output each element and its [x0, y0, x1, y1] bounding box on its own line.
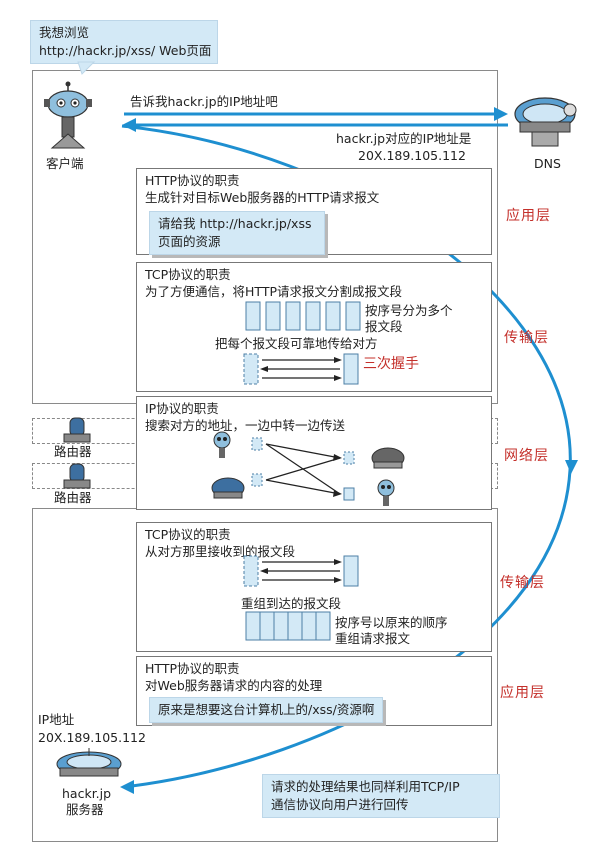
web-server-icon — [56, 748, 122, 777]
layer-label-transport-1: 传输层 — [504, 330, 549, 346]
reassembled-segments — [245, 611, 331, 641]
server-receive-diagram — [243, 555, 359, 587]
result-note-line-1: 请求的处理结果也同样利用TCP/IP — [271, 779, 460, 794]
layer-label-transport-2: 传输层 — [500, 575, 545, 591]
client-tcp-title: TCP协议的职责 — [145, 267, 231, 282]
client-http-note-line-1: 请给我 http://hackr.jp/xss — [158, 216, 312, 231]
client-tcp-desc: 为了方便通信，将HTTP请求报文分割成报文段 — [145, 284, 402, 299]
server-tcp-order-line-2: 重组请求报文 — [335, 631, 411, 646]
handshake-diagram — [243, 353, 359, 385]
ip-routing-diagram — [211, 431, 405, 506]
dns-request-text: 告诉我hackr.jp的IP地址吧 — [130, 94, 278, 109]
server-tcp-desc: 从对方那里接收到的报文段 — [145, 544, 296, 559]
router-icon-2 — [63, 463, 91, 489]
client-http-box: HTTP协议的职责 生成针对目标Web服务器的HTTP请求报文 请给我 http… — [136, 168, 492, 255]
server-tcp-reassemble: 重组到达的报文段 — [241, 596, 342, 611]
server-http-box: HTTP协议的职责 对Web服务器请求的内容的处理 原来是想要这台计算机上的/x… — [136, 656, 492, 726]
dns-server-icon — [514, 97, 577, 147]
server-tcp-title: TCP协议的职责 — [145, 527, 231, 542]
client-tcp-segments — [245, 301, 361, 331]
result-note: 请求的处理结果也同样利用TCP/IP 通信协议向用户进行回传 — [262, 774, 500, 818]
client-http-note-line-2: 页面的资源 — [158, 234, 221, 249]
server-http-note: 原来是想要这台计算机上的/xss/资源啊 — [149, 697, 384, 723]
server-ip: 20X.189.105.112 — [38, 730, 146, 745]
client-tcp-box: TCP协议的职责 为了方便通信，将HTTP请求报文分割成报文段 按序号分为多个 … — [136, 262, 492, 392]
server-name-line-1: hackr.jp — [62, 786, 112, 801]
router-icon-1 — [63, 417, 91, 443]
router-label-1: 路由器 — [54, 444, 92, 459]
ip-title: IP协议的职责 — [145, 401, 219, 416]
server-ip-label: IP地址 — [38, 712, 75, 727]
result-note-line-2: 通信协议向用户进行回传 — [271, 797, 409, 812]
client-tcp-seg-line-1: 按序号分为多个 — [365, 303, 453, 318]
client-http-note: 请给我 http://hackr.jp/xss 页面的资源 — [149, 211, 325, 255]
server-http-desc: 对Web服务器请求的内容的处理 — [145, 678, 323, 693]
client-label: 客户端 — [46, 156, 84, 171]
dns-answer-line-2: 20X.189.105.112 — [358, 148, 466, 163]
client-tcp-reliable: 把每个报文段可靠地传给对方 — [215, 336, 378, 351]
client-http-title: HTTP协议的职责 — [145, 173, 240, 188]
client-tcp-handshake: 三次握手 — [363, 356, 419, 372]
bubble-tail — [77, 61, 96, 75]
layer-label-application-1: 应用层 — [506, 208, 551, 224]
layer-label-network: 网络层 — [504, 448, 549, 464]
server-http-title: HTTP协议的职责 — [145, 661, 240, 676]
client-http-desc: 生成针对目标Web服务器的HTTP请求报文 — [145, 190, 380, 205]
server-tcp-order-line-1: 按序号以原来的顺序 — [335, 615, 448, 630]
ip-desc: 搜索对方的地址，一边中转一边传送 — [145, 418, 346, 433]
router-label-2: 路由器 — [54, 490, 92, 505]
dns-label: DNS — [534, 156, 561, 171]
server-name-line-2: 服务器 — [66, 802, 104, 817]
bubble-line-1: 我想浏览 — [39, 25, 90, 40]
client-robot-icon — [44, 81, 92, 149]
dns-answer-line-1: hackr.jp对应的IP地址是 — [336, 131, 472, 146]
request-bubble: 我想浏览 http://hackr.jp/xss/ Web页面 — [30, 20, 218, 64]
layer-label-application-2: 应用层 — [500, 685, 545, 701]
client-tcp-seg-line-2: 报文段 — [365, 319, 403, 334]
bubble-line-2: http://hackr.jp/xss/ Web页面 — [39, 43, 212, 58]
